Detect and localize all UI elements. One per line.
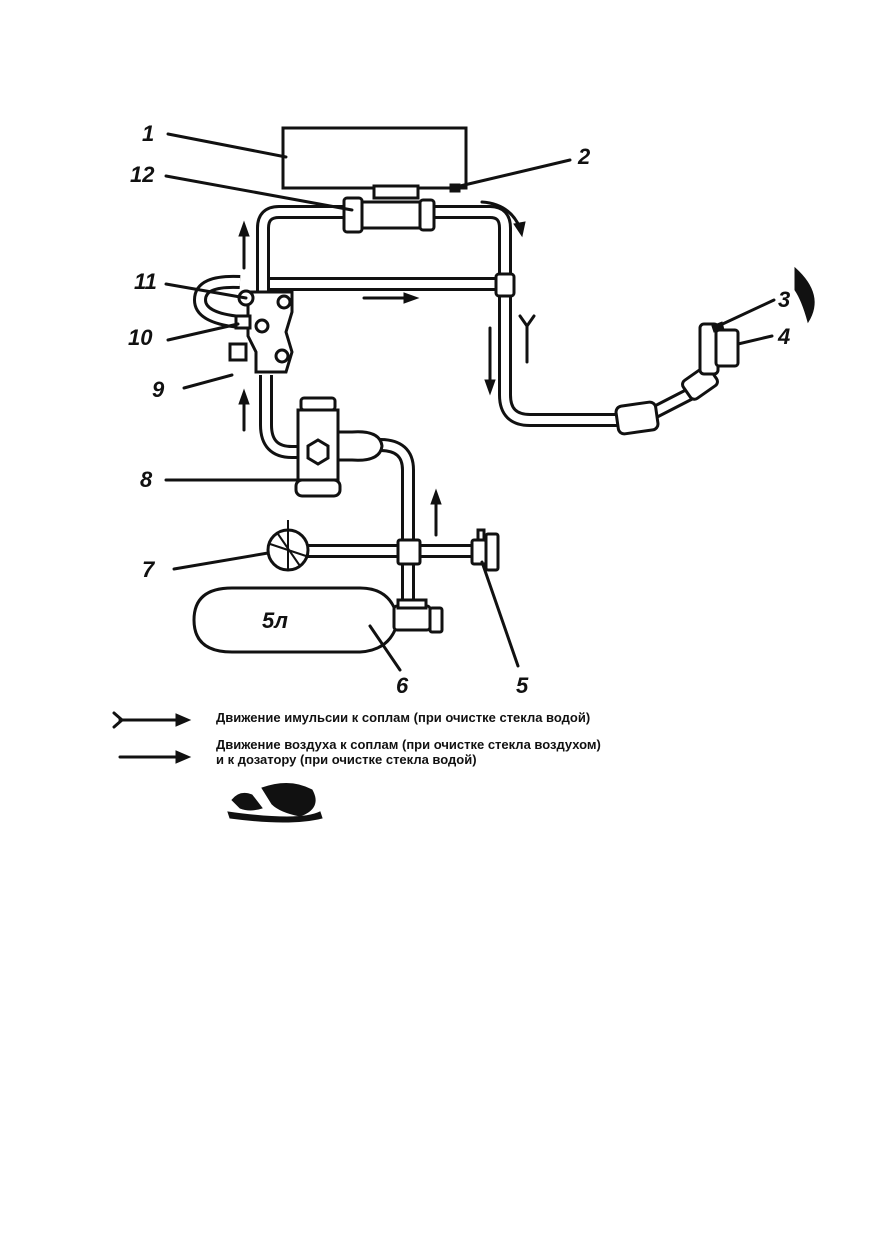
pipe-network: [193, 205, 714, 610]
callout-4: 4: [777, 324, 790, 349]
edge-crescent: [794, 266, 815, 324]
reservoir-outlet: [372, 184, 420, 200]
doser-right-clamp: [418, 198, 436, 232]
filter-hex: [306, 438, 330, 466]
stop-valve-body: [470, 538, 488, 566]
stop-valve-handwheel: [484, 532, 500, 572]
legend-emulsion-text: Движение имульсии к соплам (при очистке …: [216, 710, 590, 725]
tank-cock-top: [396, 598, 428, 610]
callout-2: 2: [577, 144, 591, 169]
callout-6: 6: [396, 673, 409, 698]
legend: Движение имульсии к соплам (при очистке …: [112, 710, 601, 767]
callout-3: 3: [778, 287, 790, 312]
valve-port-b: [254, 318, 270, 334]
callout-1: 1: [142, 121, 154, 146]
legend-air-arrow-icon: [118, 750, 192, 764]
valve-port-10: [234, 314, 252, 330]
tank-volume-label: 5л: [262, 608, 288, 633]
legend-air-text-line2: и к дозатору (при очистке стекла водой): [216, 752, 477, 767]
callout-11: 11: [134, 269, 157, 294]
callout-numbers: 1 2 3 4 5 6 7 8 9 10 11 12: [128, 121, 790, 698]
stop-valve-stem: [476, 528, 486, 542]
legend-emulsion-arrow-icon: [112, 711, 192, 729]
strainer: [336, 430, 384, 462]
tee-clamp: [494, 272, 516, 298]
callout-8: 8: [140, 467, 153, 492]
legend-air-text-line1: Движение воздуха к соплам (при очистке с…: [216, 737, 601, 752]
callout-10: 10: [128, 325, 153, 350]
valve-port-a: [276, 294, 292, 310]
check-fitting: [449, 183, 461, 193]
tank-cock-body: [392, 604, 432, 632]
reservoir-box: [281, 126, 468, 190]
callout-9: 9: [152, 377, 165, 402]
filter-plug: [294, 478, 342, 498]
callout-7: 7: [142, 557, 156, 582]
valve-port-9: [228, 342, 248, 362]
tank-cock-handle: [428, 606, 444, 634]
nozzle-head: [714, 328, 740, 368]
callout-5: 5: [516, 673, 529, 698]
doser-left-clamp: [342, 196, 364, 234]
flow-arrows: [238, 200, 536, 537]
callout-12: 12: [130, 162, 155, 187]
leader-lines: [164, 132, 776, 672]
valve-port-c: [274, 348, 290, 364]
filter-cap: [299, 396, 337, 412]
scan-artifact: [227, 783, 323, 823]
elbow-clamp: [614, 400, 660, 436]
air-tank: [192, 586, 400, 654]
tee-cross: [396, 538, 422, 566]
